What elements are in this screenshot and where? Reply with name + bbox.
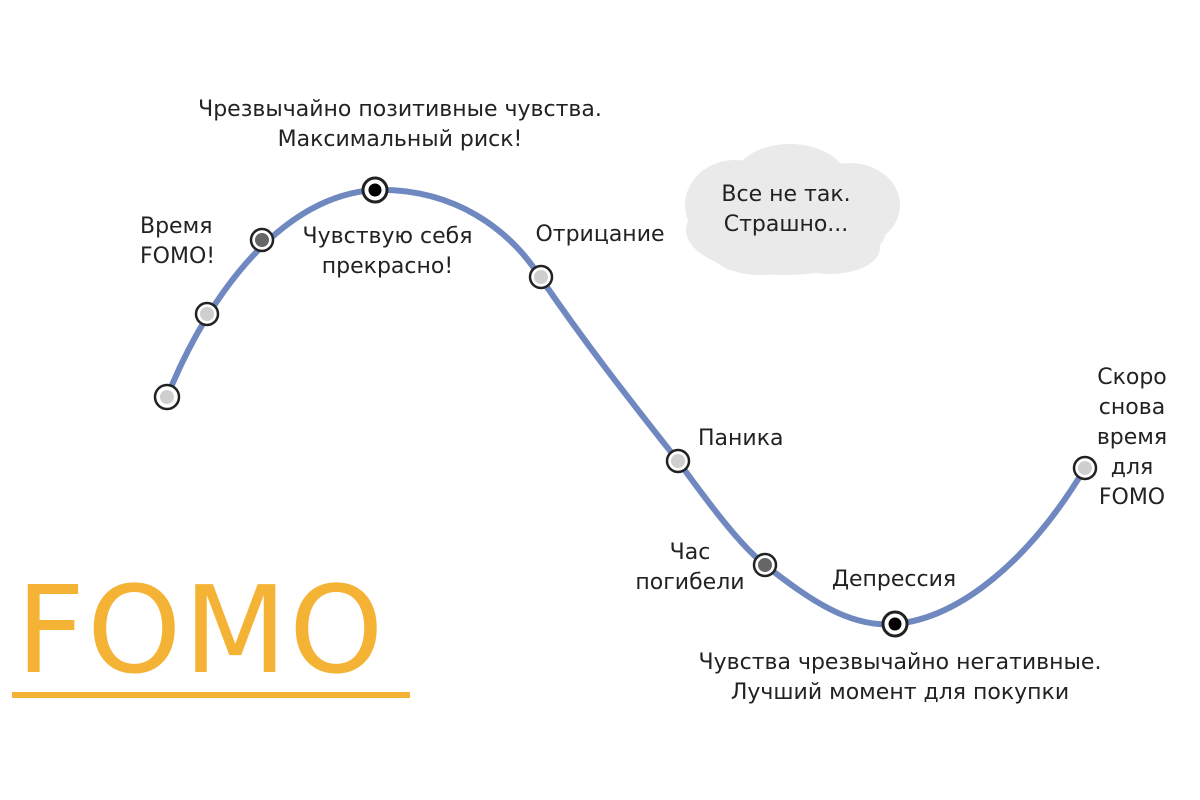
- label-denial: Отрицание: [535, 222, 665, 247]
- label-soon-line-3: время: [1096, 425, 1168, 450]
- curve-markers: [153, 176, 1098, 638]
- label-doom-line-2: погибели: [635, 570, 745, 595]
- label-fomo-time: Время FOMO!: [140, 212, 250, 272]
- cloud-text-line-2: Страшно...: [723, 212, 849, 237]
- marker-core-rise: [200, 307, 214, 321]
- label-doom-line-1: Час: [669, 540, 711, 565]
- cloud-text-line-1: Все не так.: [721, 182, 851, 207]
- cloud-text: Все не так. Страшно...: [672, 180, 900, 240]
- marker-core-peak: [368, 183, 382, 197]
- label-soon-line-5: FOMO: [1098, 485, 1166, 510]
- marker-core-doom: [758, 558, 772, 572]
- label-doom: Час погибели: [620, 538, 760, 598]
- label-peak-line-1: Чрезвычайно позитивные чувства.: [198, 97, 602, 122]
- label-soon-line-2: снова: [1098, 395, 1166, 420]
- label-feel-great-line-1: Чувствую себя: [302, 224, 473, 249]
- label-peak-line-2: Максимальный риск!: [277, 127, 523, 152]
- label-bottom-line-1: Чувства чрезвычайно негативные.: [698, 650, 1102, 675]
- label-fomo-time-line-2: FOMO!: [140, 244, 216, 269]
- label-fomo-time-line-1: Время: [140, 214, 213, 239]
- marker-core-fomo-time: [255, 233, 269, 247]
- marker-core-denial: [534, 270, 548, 284]
- marker-core-depression: [888, 617, 902, 631]
- label-peak-description: Чрезвычайно позитивные чувства. Максимал…: [150, 95, 650, 155]
- label-feel-great: Чувствую себя прекрасно!: [280, 222, 495, 282]
- cloud-puff-6: [780, 222, 880, 274]
- label-bottom-line-2: Лучший момент для покупки: [730, 680, 1070, 705]
- marker-core-panic: [671, 454, 685, 468]
- label-depression: Депрессия: [831, 567, 957, 592]
- marker-core-soon-fomo: [1078, 461, 1092, 475]
- label-soon-line-4: для: [1110, 455, 1154, 480]
- marker-core-start: [160, 390, 174, 404]
- fomo-title-underline: [12, 692, 410, 698]
- label-soon-line-1: Скоро: [1097, 365, 1167, 390]
- thought-cloud-text-box: Все не так. Страшно...: [672, 150, 900, 280]
- label-panic: Паника: [698, 426, 784, 451]
- label-feel-great-line-2: прекрасно!: [321, 254, 454, 279]
- thought-cloud: [685, 144, 900, 275]
- label-soon-fomo: Скоро снова время для FOMO: [1074, 363, 1190, 513]
- label-bottom-description: Чувства чрезвычайно негативные. Лучший м…: [640, 648, 1160, 708]
- fomo-title: FOMO: [16, 562, 386, 701]
